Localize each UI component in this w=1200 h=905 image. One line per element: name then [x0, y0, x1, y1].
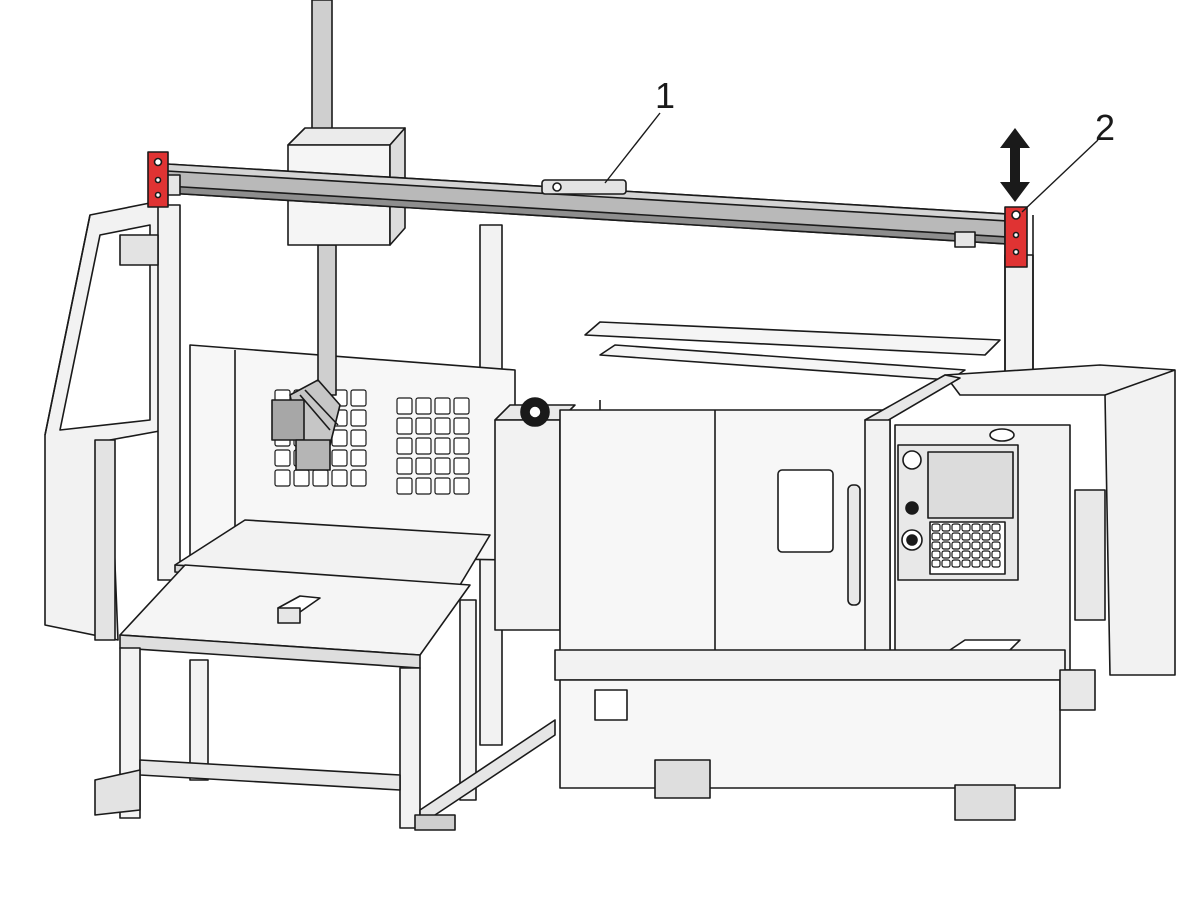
wall-hole	[396, 417, 413, 435]
keypad-key	[971, 541, 981, 550]
keypad-key	[941, 559, 951, 568]
keypad-key	[961, 523, 971, 532]
keypad-key	[981, 550, 991, 559]
keypad-key	[971, 523, 981, 532]
callout-2-label: 2	[1095, 107, 1115, 148]
left-rail-bracket	[147, 151, 169, 208]
gantry-rail	[149, 162, 1026, 248]
control-keypad	[931, 523, 1001, 568]
wall-hole	[396, 437, 413, 455]
wall-hole	[396, 397, 413, 415]
keypad-key	[931, 550, 941, 559]
callout-1: 1	[604, 75, 675, 184]
rear-wall-hole-grid-right	[396, 397, 470, 495]
keypad-key	[991, 541, 1001, 550]
keypad-key	[941, 523, 951, 532]
wall-hole	[434, 477, 451, 495]
wall-hole	[350, 469, 367, 487]
callout-2: 2	[1021, 107, 1115, 213]
keypad-key	[941, 541, 951, 550]
wall-hole	[415, 437, 432, 455]
left-enclosure	[44, 199, 516, 746]
wall-hole	[331, 449, 348, 467]
wall-hole	[415, 457, 432, 475]
keypad-key	[981, 523, 991, 532]
wall-hole	[415, 477, 432, 495]
keypad-key	[991, 523, 1001, 532]
wall-hole	[331, 429, 348, 447]
wall-hole	[434, 417, 451, 435]
keypad-key	[961, 541, 971, 550]
keypad-key	[951, 559, 961, 568]
wall-hole	[293, 469, 310, 487]
keypad-key	[961, 559, 971, 568]
wall-hole	[453, 477, 470, 495]
cnc-lathe	[494, 321, 1176, 821]
keypad-key	[991, 550, 1001, 559]
wall-hole	[434, 457, 451, 475]
keypad-key	[951, 541, 961, 550]
keypad-key	[951, 550, 961, 559]
keypad-key	[971, 550, 981, 559]
keypad-key	[951, 523, 961, 532]
keypad-key	[951, 532, 961, 541]
keypad-key	[971, 559, 981, 568]
wall-hole	[331, 469, 348, 487]
keypad-key	[991, 559, 1001, 568]
wall-hole	[396, 457, 413, 475]
keypad-key	[941, 550, 951, 559]
keypad-key	[931, 523, 941, 532]
keypad-key	[981, 541, 991, 550]
callout-1-label: 1	[655, 75, 675, 116]
wall-hole	[350, 409, 367, 427]
work-table	[94, 519, 556, 831]
right-post	[1004, 215, 1034, 391]
wall-hole	[350, 389, 367, 407]
wall-hole	[396, 477, 413, 495]
keypad-key	[991, 532, 1001, 541]
wall-hole	[453, 437, 470, 455]
wall-hole	[415, 417, 432, 435]
robot-gripper	[271, 379, 341, 471]
wall-hole	[415, 397, 432, 415]
wall-hole	[434, 437, 451, 455]
keypad-key	[961, 532, 971, 541]
keypad-key	[971, 532, 981, 541]
keypad-key	[941, 532, 951, 541]
wall-hole	[350, 449, 367, 467]
wall-hole	[274, 449, 291, 467]
wall-hole	[274, 469, 291, 487]
keypad-key	[931, 559, 941, 568]
keypad-key	[981, 532, 991, 541]
wall-hole	[453, 397, 470, 415]
wall-hole	[453, 417, 470, 435]
keypad-key	[931, 541, 941, 550]
right-rail-bracket	[1004, 206, 1028, 268]
wall-hole	[434, 397, 451, 415]
keypad-key	[981, 559, 991, 568]
wall-hole	[350, 429, 367, 447]
keypad-key	[961, 550, 971, 559]
keypad-key	[931, 532, 941, 541]
wall-hole	[453, 457, 470, 475]
double-vertical-arrow-icon	[1000, 128, 1030, 202]
wall-hole	[312, 469, 329, 487]
